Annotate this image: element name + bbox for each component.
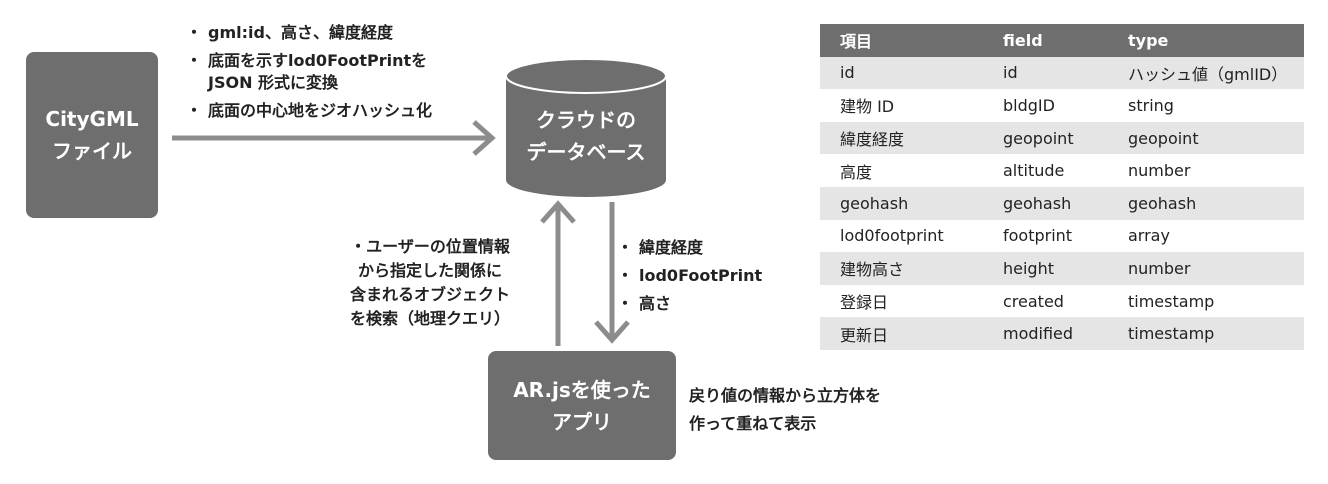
cloud-database: クラウドの データベース [505,58,667,198]
table-cell: 高度 [820,154,983,187]
column-header: type [1108,24,1304,57]
import-note: 底面の中心地をジオハッシュ化 [186,100,432,122]
column-header: 項目 [820,24,983,57]
table-cell: footprint [983,219,1108,253]
return-note: 戻り値の情報から立方体を 作って重ねて表示 [689,386,882,433]
geo-query-note: ・ユーザーの位置情報 から指定した関係に 含まれるオブジェクト を検索（地理クエ… [350,237,511,328]
table-cell: geohash [820,186,983,220]
table-cell: 建物 ID [820,89,983,122]
table-row: 建物高さ height number [820,252,1304,285]
table-cell: timestamp [1108,284,1304,318]
table-cell: height [983,252,1108,285]
table-cell: id [820,56,983,90]
table-cell: string [1108,89,1304,122]
database-label: クラウドの データベース [526,108,646,164]
table-cell: number [1108,154,1304,187]
import-note: gml:id、高さ、緯度経度 [186,22,432,44]
table-cell: 建物高さ [820,252,983,285]
download-note: lod0FootPrint [617,262,762,290]
table-row: 登録日 created timestamp [820,284,1304,318]
table-cell: ハッシュ値（gmlID） [1108,56,1304,90]
database-cylinder-icon [505,58,667,197]
table-cell: created [983,284,1108,318]
table-row: 更新日 modified timestamp [820,317,1304,350]
table-cell: modified [983,317,1108,350]
download-note: 緯度経度 [617,234,762,262]
download-arrowhead [594,320,630,344]
table-row: geohash geohash geohash [820,186,1304,220]
table-cell: geopoint [983,121,1108,155]
import-arrowhead [472,120,496,156]
table-cell: array [1108,219,1304,253]
table-cell: bldgID [983,89,1108,122]
import-note: 底面を示すlod0FootPrintを JSON 形式に変換 [186,50,432,94]
import-notes: gml:id、高さ、緯度経度 底面を示すlod0FootPrintを JSON … [186,22,432,128]
ar-app-box: AR.jsを使った アプリ [488,351,676,460]
column-header: field [983,24,1108,57]
download-note: 高さ [617,290,762,318]
table-row: lod0footprint footprint array [820,219,1304,253]
table-cell: altitude [983,154,1108,187]
table-row: 高度 altitude number [820,154,1304,187]
table-cell: id [983,56,1108,90]
table-cell: geohash [983,186,1108,220]
table-header-row: 項目 field type [820,24,1304,57]
table-cell: 緯度経度 [820,121,983,155]
table-cell: lod0footprint [820,219,983,253]
query-arrowhead [540,200,576,224]
table-cell: geohash [1108,186,1304,220]
download-notes: 緯度経度 lod0FootPrint 高さ [617,234,762,318]
citygml-file-box: CityGML ファイル [26,52,158,218]
table-row: 建物 ID bldgID string [820,89,1304,122]
table-cell: timestamp [1108,317,1304,350]
table-cell: number [1108,252,1304,285]
table-cell: 更新日 [820,317,983,350]
table-row: id id ハッシュ値（gmlID） [820,56,1304,90]
table-cell: 登録日 [820,284,983,318]
schema-table: 項目 field type id id ハッシュ値（gmlID） 建物 ID b… [820,24,1304,350]
table-row: 緯度経度 geopoint geopoint [820,121,1304,155]
table-cell: geopoint [1108,121,1304,155]
